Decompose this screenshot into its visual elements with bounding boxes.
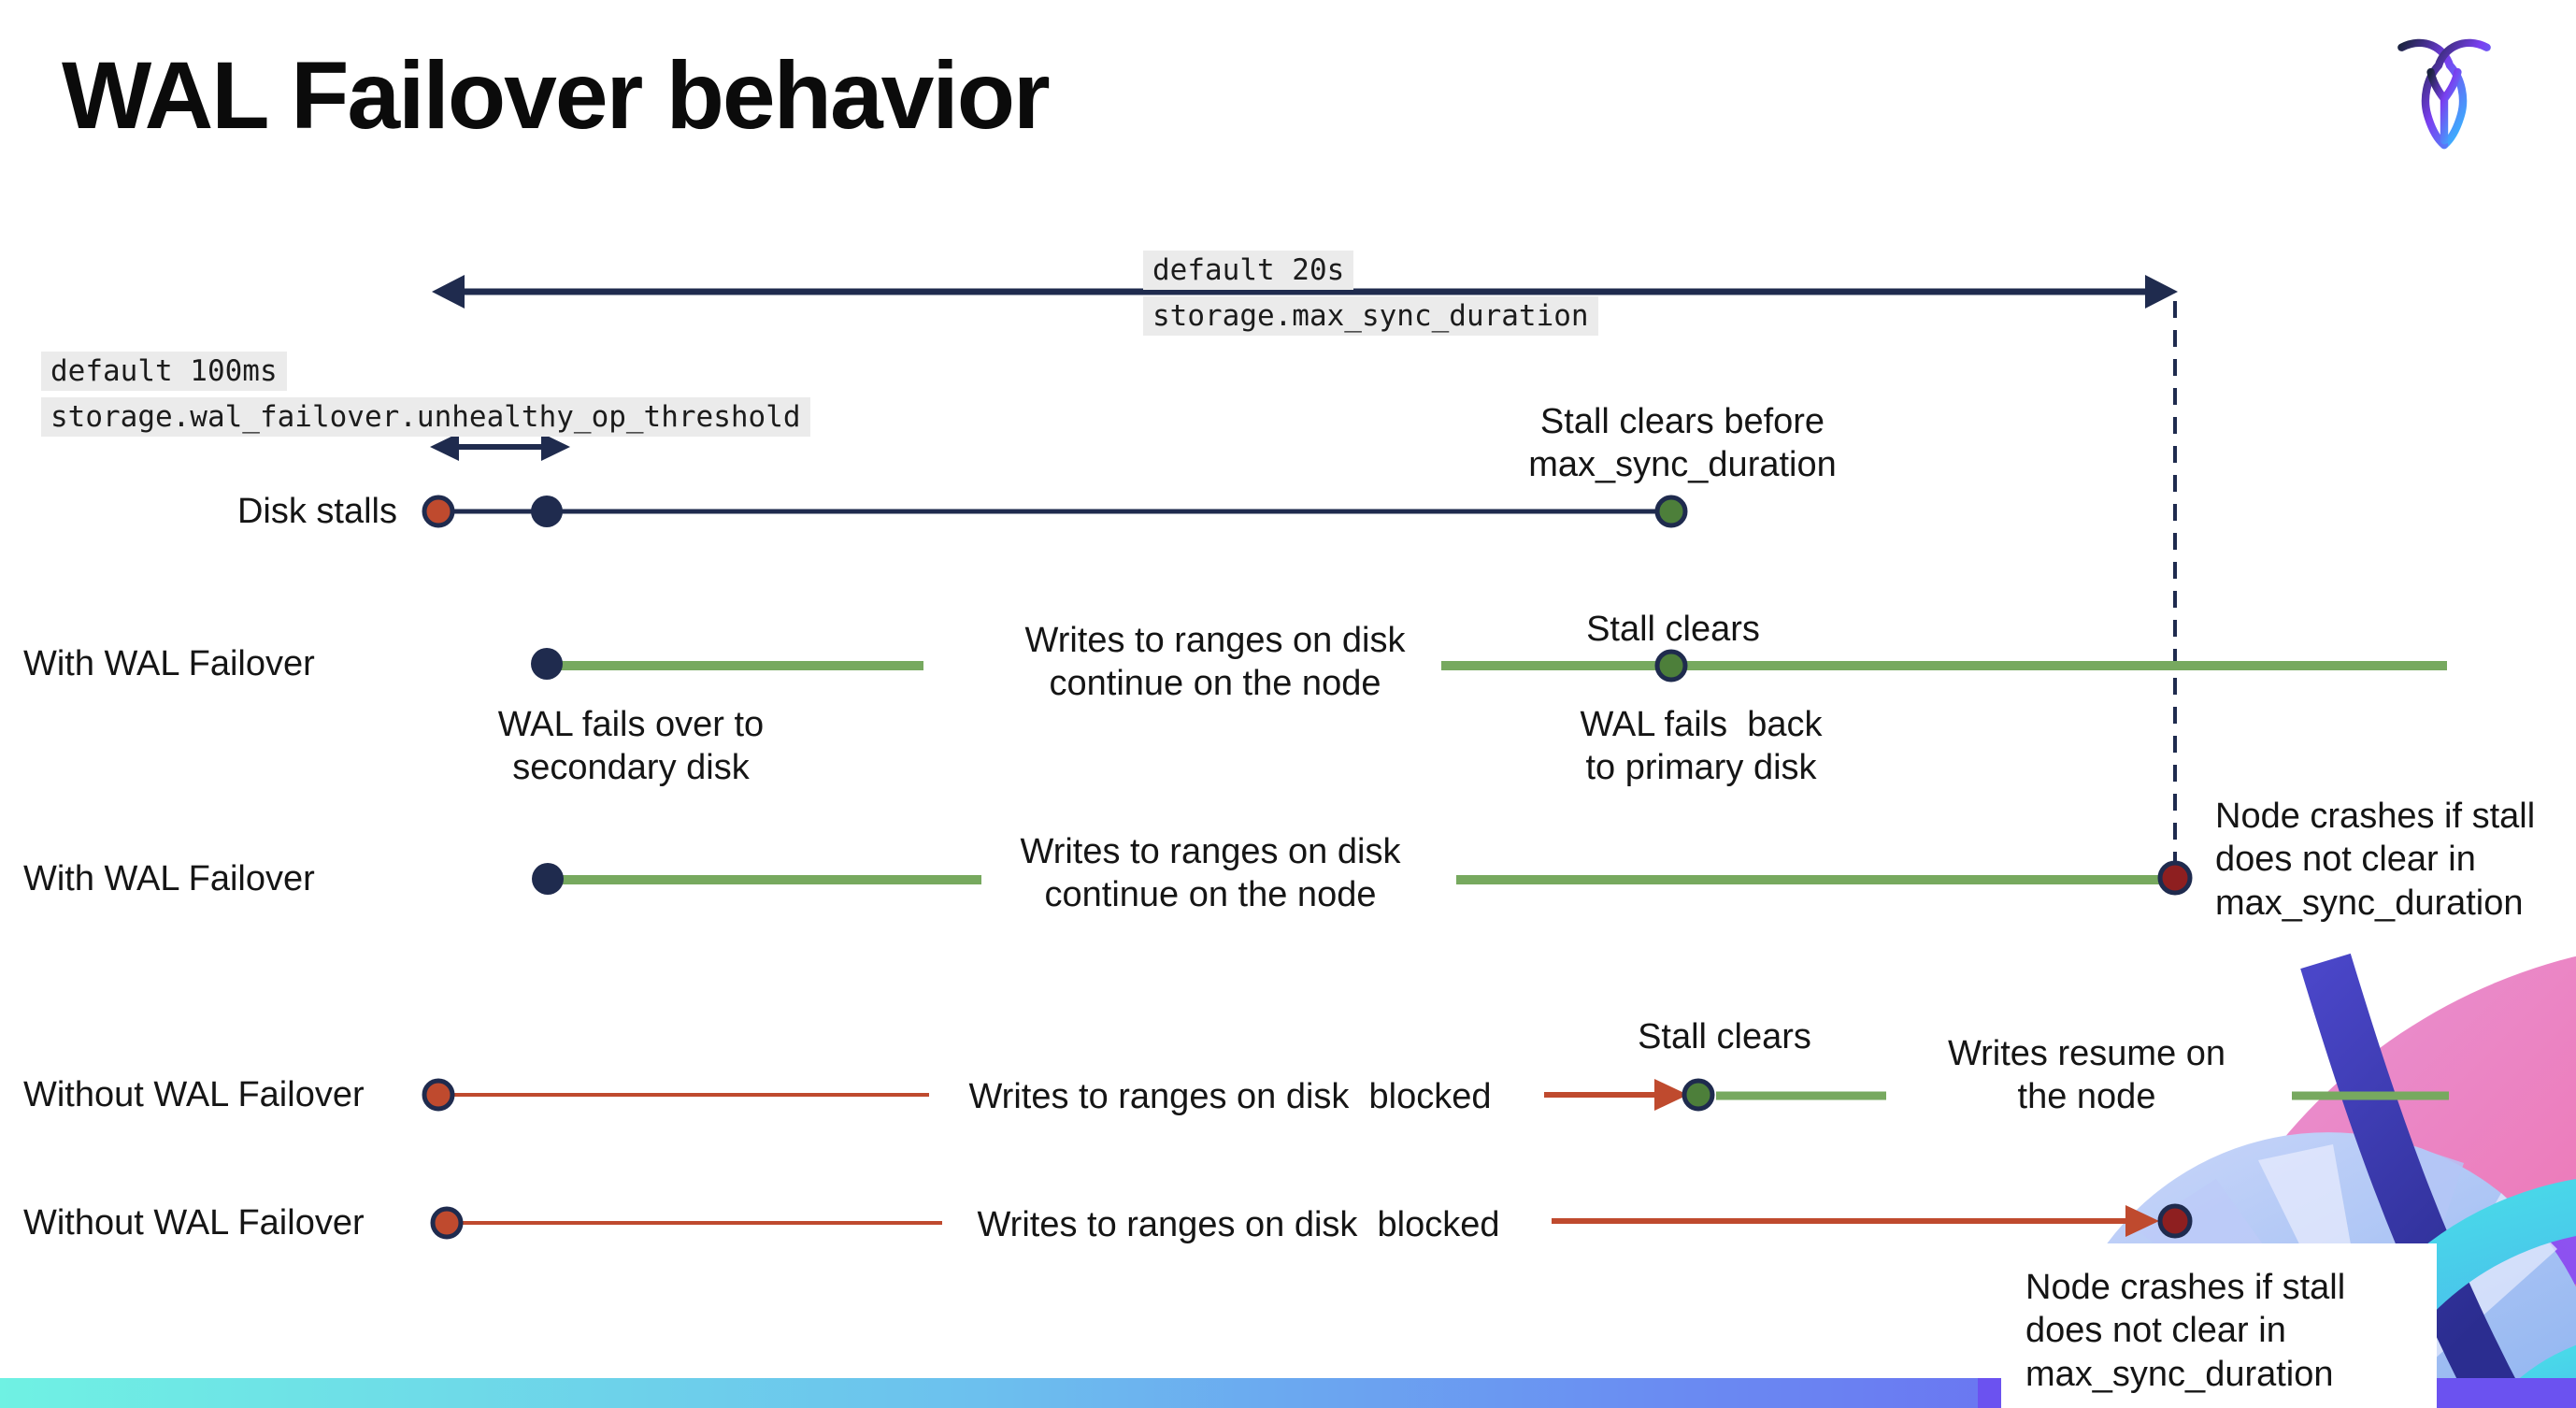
stall-clears-before-label: Stall clears before max_sync_duration	[1528, 402, 1837, 485]
writes-blocked-row5-label: Writes to ranges on disk blocked	[977, 1205, 1500, 1244]
stall-clears-dot	[1654, 495, 1688, 528]
failover-threshold-dot	[531, 496, 563, 527]
arrowhead-right-icon	[541, 433, 570, 461]
stall-start-dot	[422, 1078, 455, 1112]
page-title: WAL Failover behavior	[62, 42, 1051, 149]
wal-fails-over-label: WAL fails over to secondary disk	[497, 705, 765, 788]
arrowhead-right-icon	[2125, 1205, 2159, 1237]
arrowhead-right-icon	[1654, 1079, 1688, 1111]
node-crashes-row5-label: Node crashes if stall does not clear in …	[2025, 1268, 2346, 1394]
row-label-without-wal-failover-1: Without WAL Failover	[23, 1075, 365, 1114]
node-crash-dot	[2157, 1203, 2193, 1239]
max-sync-duration-span-arrow	[432, 275, 2178, 309]
arrowhead-left-icon	[432, 275, 465, 309]
timeline-row-without-wal-failover-2	[430, 1203, 2193, 1240]
stall-clears-row2-label: Stall clears	[1586, 610, 1760, 649]
writes-blocked-row4-label: Writes to ranges on disk blocked	[968, 1077, 1492, 1116]
stall-clears-row4-label: Stall clears	[1638, 1017, 1811, 1056]
row-label-with-wal-failover-1: With WAL Failover	[23, 644, 315, 683]
writes-continue-row3-label: Writes to ranges on disk continue on the…	[1020, 832, 1401, 915]
node-crashes-row3-label: Node crashes if stall does not clear in …	[2215, 797, 2536, 923]
unhealthy-op-threshold-span-arrow	[430, 433, 570, 461]
timeline-row-with-wal-failover-2	[532, 860, 2193, 896]
row-label-without-wal-failover-2: Without WAL Failover	[23, 1203, 365, 1243]
timeline-row-with-wal-failover-1	[531, 648, 2447, 682]
row-label-with-wal-failover-2: With WAL Failover	[23, 859, 315, 898]
arrowhead-left-icon	[430, 433, 459, 461]
max-sync-duration-setting-label: default 20s storage.max_sync_duration	[1143, 251, 1598, 336]
node-crash-dot	[2157, 860, 2193, 896]
setting-name: storage.wal_failover.unhealthy_op_thresh…	[41, 397, 810, 437]
failover-dot	[532, 863, 564, 895]
stall-start-dot	[422, 495, 455, 528]
setting-name: storage.max_sync_duration	[1143, 296, 1598, 336]
setting-default-value: default 100ms	[41, 352, 287, 391]
writes-continue-row2-label: Writes to ranges on disk continue on the…	[1024, 621, 1406, 704]
node-crash-callout-box: Node crashes if stall does not clear in …	[2001, 1243, 2437, 1408]
failover-dot	[531, 648, 563, 680]
stall-clears-dot	[1682, 1078, 1715, 1112]
cockroachdb-logo-icon	[2397, 38, 2491, 150]
stall-clears-dot	[1654, 649, 1688, 682]
timeline-row-disk-stalls	[422, 495, 1688, 528]
row-label-disk-stalls: Disk stalls	[236, 492, 397, 531]
writes-resume-label: Writes resume on the node	[1947, 1034, 2226, 1117]
unhealthy-op-threshold-setting-label: default 100ms storage.wal_failover.unhea…	[41, 352, 810, 437]
timeline-row-without-wal-failover-1	[422, 1078, 2449, 1112]
setting-default-value: default 20s	[1143, 251, 1354, 290]
wal-fails-back-label: WAL fails back to primary disk	[1580, 705, 1823, 788]
arrowhead-right-icon	[2145, 275, 2178, 309]
stall-start-dot	[430, 1206, 464, 1240]
